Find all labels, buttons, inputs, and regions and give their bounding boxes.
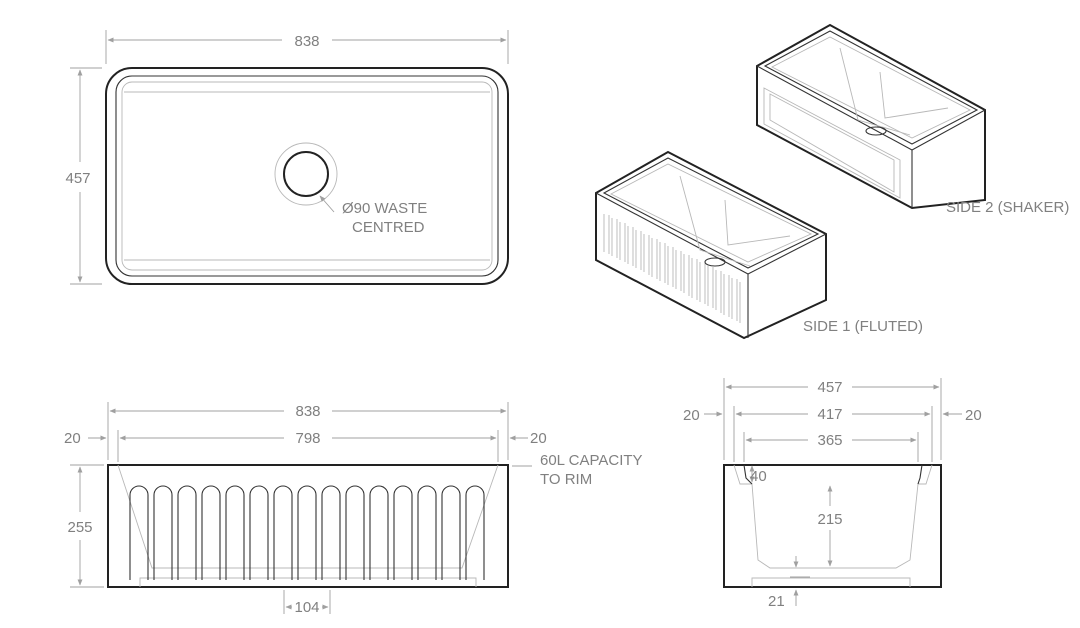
side1-label: SIDE 1 (FLUTED) [803, 318, 923, 335]
side-bowl-depth: 215 [817, 511, 842, 528]
plan-depth-dimension: 457 [65, 170, 90, 187]
waste-note-line1: Ø90 WASTE [342, 200, 427, 217]
side-right-wall: 20 [965, 407, 982, 424]
side-elevation: 457 417 365 20 20 40 215 21 [683, 378, 982, 610]
side-base-depth: 365 [817, 432, 842, 449]
side-base-thickness: 21 [768, 593, 785, 610]
side-inner-depth: 417 [817, 406, 842, 423]
front-left-wall: 20 [64, 430, 81, 447]
front-height: 255 [67, 519, 92, 536]
side2-label: SIDE 2 (SHAKER) [946, 199, 1069, 216]
side-rim-drop: 40 [750, 468, 767, 485]
iso-view-fluted: SIDE 1 (FLUTED) [595, 150, 923, 340]
plan-view: Ø90 WASTE CENTRED 838 457 [65, 30, 509, 285]
capacity-note-line2: TO RIM [540, 471, 592, 488]
front-overall-width: 838 [295, 403, 320, 420]
iso-view-shaker: SIDE 2 (SHAKER) [756, 23, 1069, 216]
front-flute-pitch: 104 [294, 599, 319, 616]
plan-width-dimension: 838 [294, 33, 319, 50]
capacity-note-line1: 60L CAPACITY [540, 452, 643, 469]
front-flutes [129, 485, 485, 580]
front-right-wall: 20 [530, 430, 547, 447]
waste-note-line2: CENTRED [352, 219, 425, 236]
front-elevation: 838 798 20 20 255 104 60L CAPACITY TO RI… [64, 402, 643, 616]
waste-outlet [274, 142, 338, 206]
front-inner-width: 798 [295, 430, 320, 447]
side-overall-depth: 457 [817, 379, 842, 396]
side-left-wall: 20 [683, 407, 700, 424]
